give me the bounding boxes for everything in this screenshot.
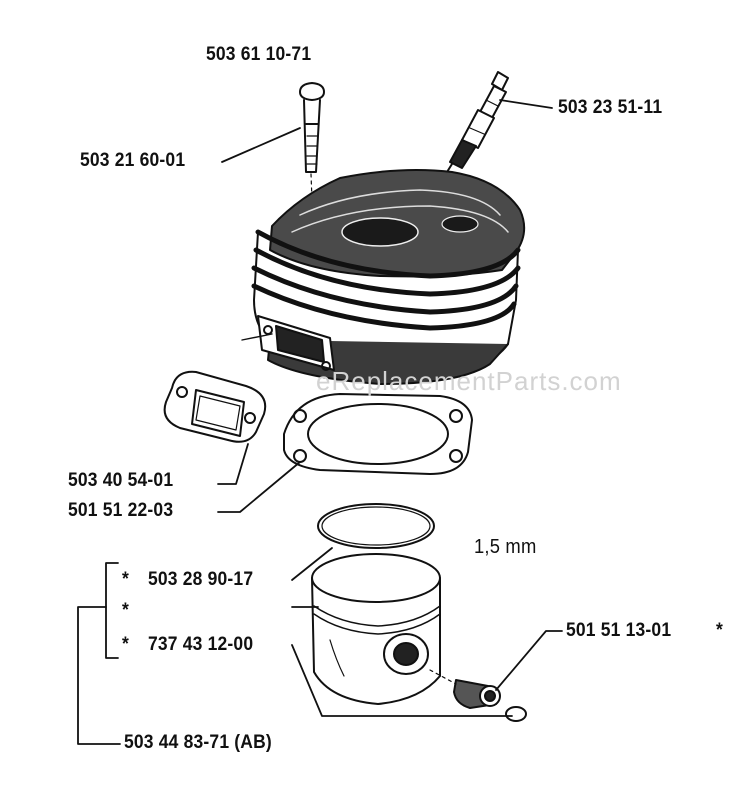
exhaust-gasket-icon <box>163 370 267 443</box>
part-label-spark-plug: 503 23 51-11 <box>558 97 663 118</box>
part-label-exhaust-gasket: 503 40 54-01 <box>68 470 174 491</box>
kit-star-4: * <box>716 620 724 641</box>
kit-star-3: * <box>122 634 130 655</box>
piston-pin-icon <box>429 669 501 709</box>
kit-star-1: * <box>122 569 130 590</box>
part-label-piston: 737 43 12-00 <box>148 634 254 655</box>
leader-lines <box>77 99 563 745</box>
piston-icon <box>311 553 441 705</box>
kit-star-2: * <box>122 600 130 621</box>
part-label-bolt: 503 61 10-71 <box>206 44 312 65</box>
spark-plug-icon <box>441 71 509 181</box>
bolt-icon <box>299 82 325 201</box>
part-label-piston-pin: 501 51 13-01 <box>566 620 672 641</box>
part-label-cylinder-kit: 503 44 83-71 (AB) <box>124 732 272 753</box>
ring-dimension: 1,5 mm <box>474 536 537 558</box>
part-label-base-gasket: 501 51 22-03 <box>68 500 174 521</box>
circlip-icon <box>505 706 527 722</box>
watermark: eReplacementParts.com <box>316 366 622 396</box>
piston-ring-icon <box>317 503 435 549</box>
cylinder-icon <box>241 169 526 385</box>
part-label-bolt-washer: 503 21 60-01 <box>80 150 186 171</box>
base-gasket-icon <box>283 393 473 475</box>
part-label-piston-ring: 503 28 90-17 <box>148 569 254 590</box>
